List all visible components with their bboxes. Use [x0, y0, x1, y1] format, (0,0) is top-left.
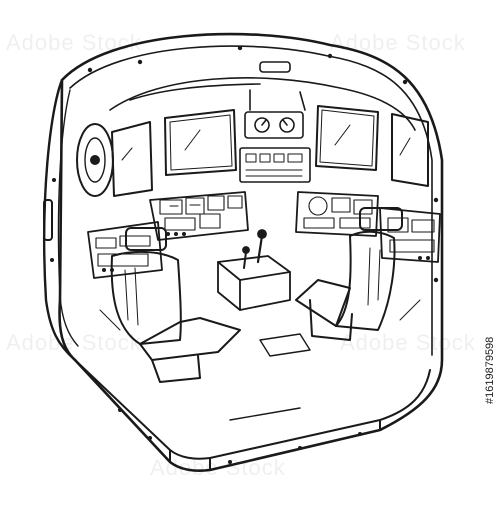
window-right-inner [316, 106, 378, 170]
ceiling-light [260, 62, 290, 72]
joystick-knob [258, 230, 266, 238]
window-right-outer [392, 114, 428, 186]
window-left-inner [165, 110, 236, 175]
seat-left [112, 228, 240, 382]
watermark-text: Adobe Stock [6, 30, 142, 55]
center-gauge-panel [240, 112, 310, 182]
headrest [126, 228, 166, 250]
hull-rivets [50, 45, 439, 464]
window-left-outer [112, 122, 152, 196]
gauge-icon [255, 118, 269, 132]
side-hatch [44, 124, 113, 240]
left-console [88, 192, 248, 278]
watermark-text: Adobe Stock [150, 455, 286, 480]
joystick-stick [258, 236, 262, 262]
gauge-icon [309, 197, 327, 215]
watermark-text: Adobe Stock [340, 330, 476, 355]
inner-shell [110, 62, 415, 130]
right-console [296, 192, 440, 262]
headrest [360, 208, 402, 230]
watermark-text: Adobe Stock [6, 330, 142, 355]
gauge-icon [280, 118, 294, 132]
floor-panels [100, 300, 420, 420]
stock-id-label: #1619879598 [484, 336, 496, 404]
windows [112, 106, 428, 196]
watermark-text: Adobe Stock [330, 30, 466, 55]
seat-right [296, 208, 402, 340]
control-pedestal [218, 230, 290, 310]
hull-outline [44, 34, 442, 471]
